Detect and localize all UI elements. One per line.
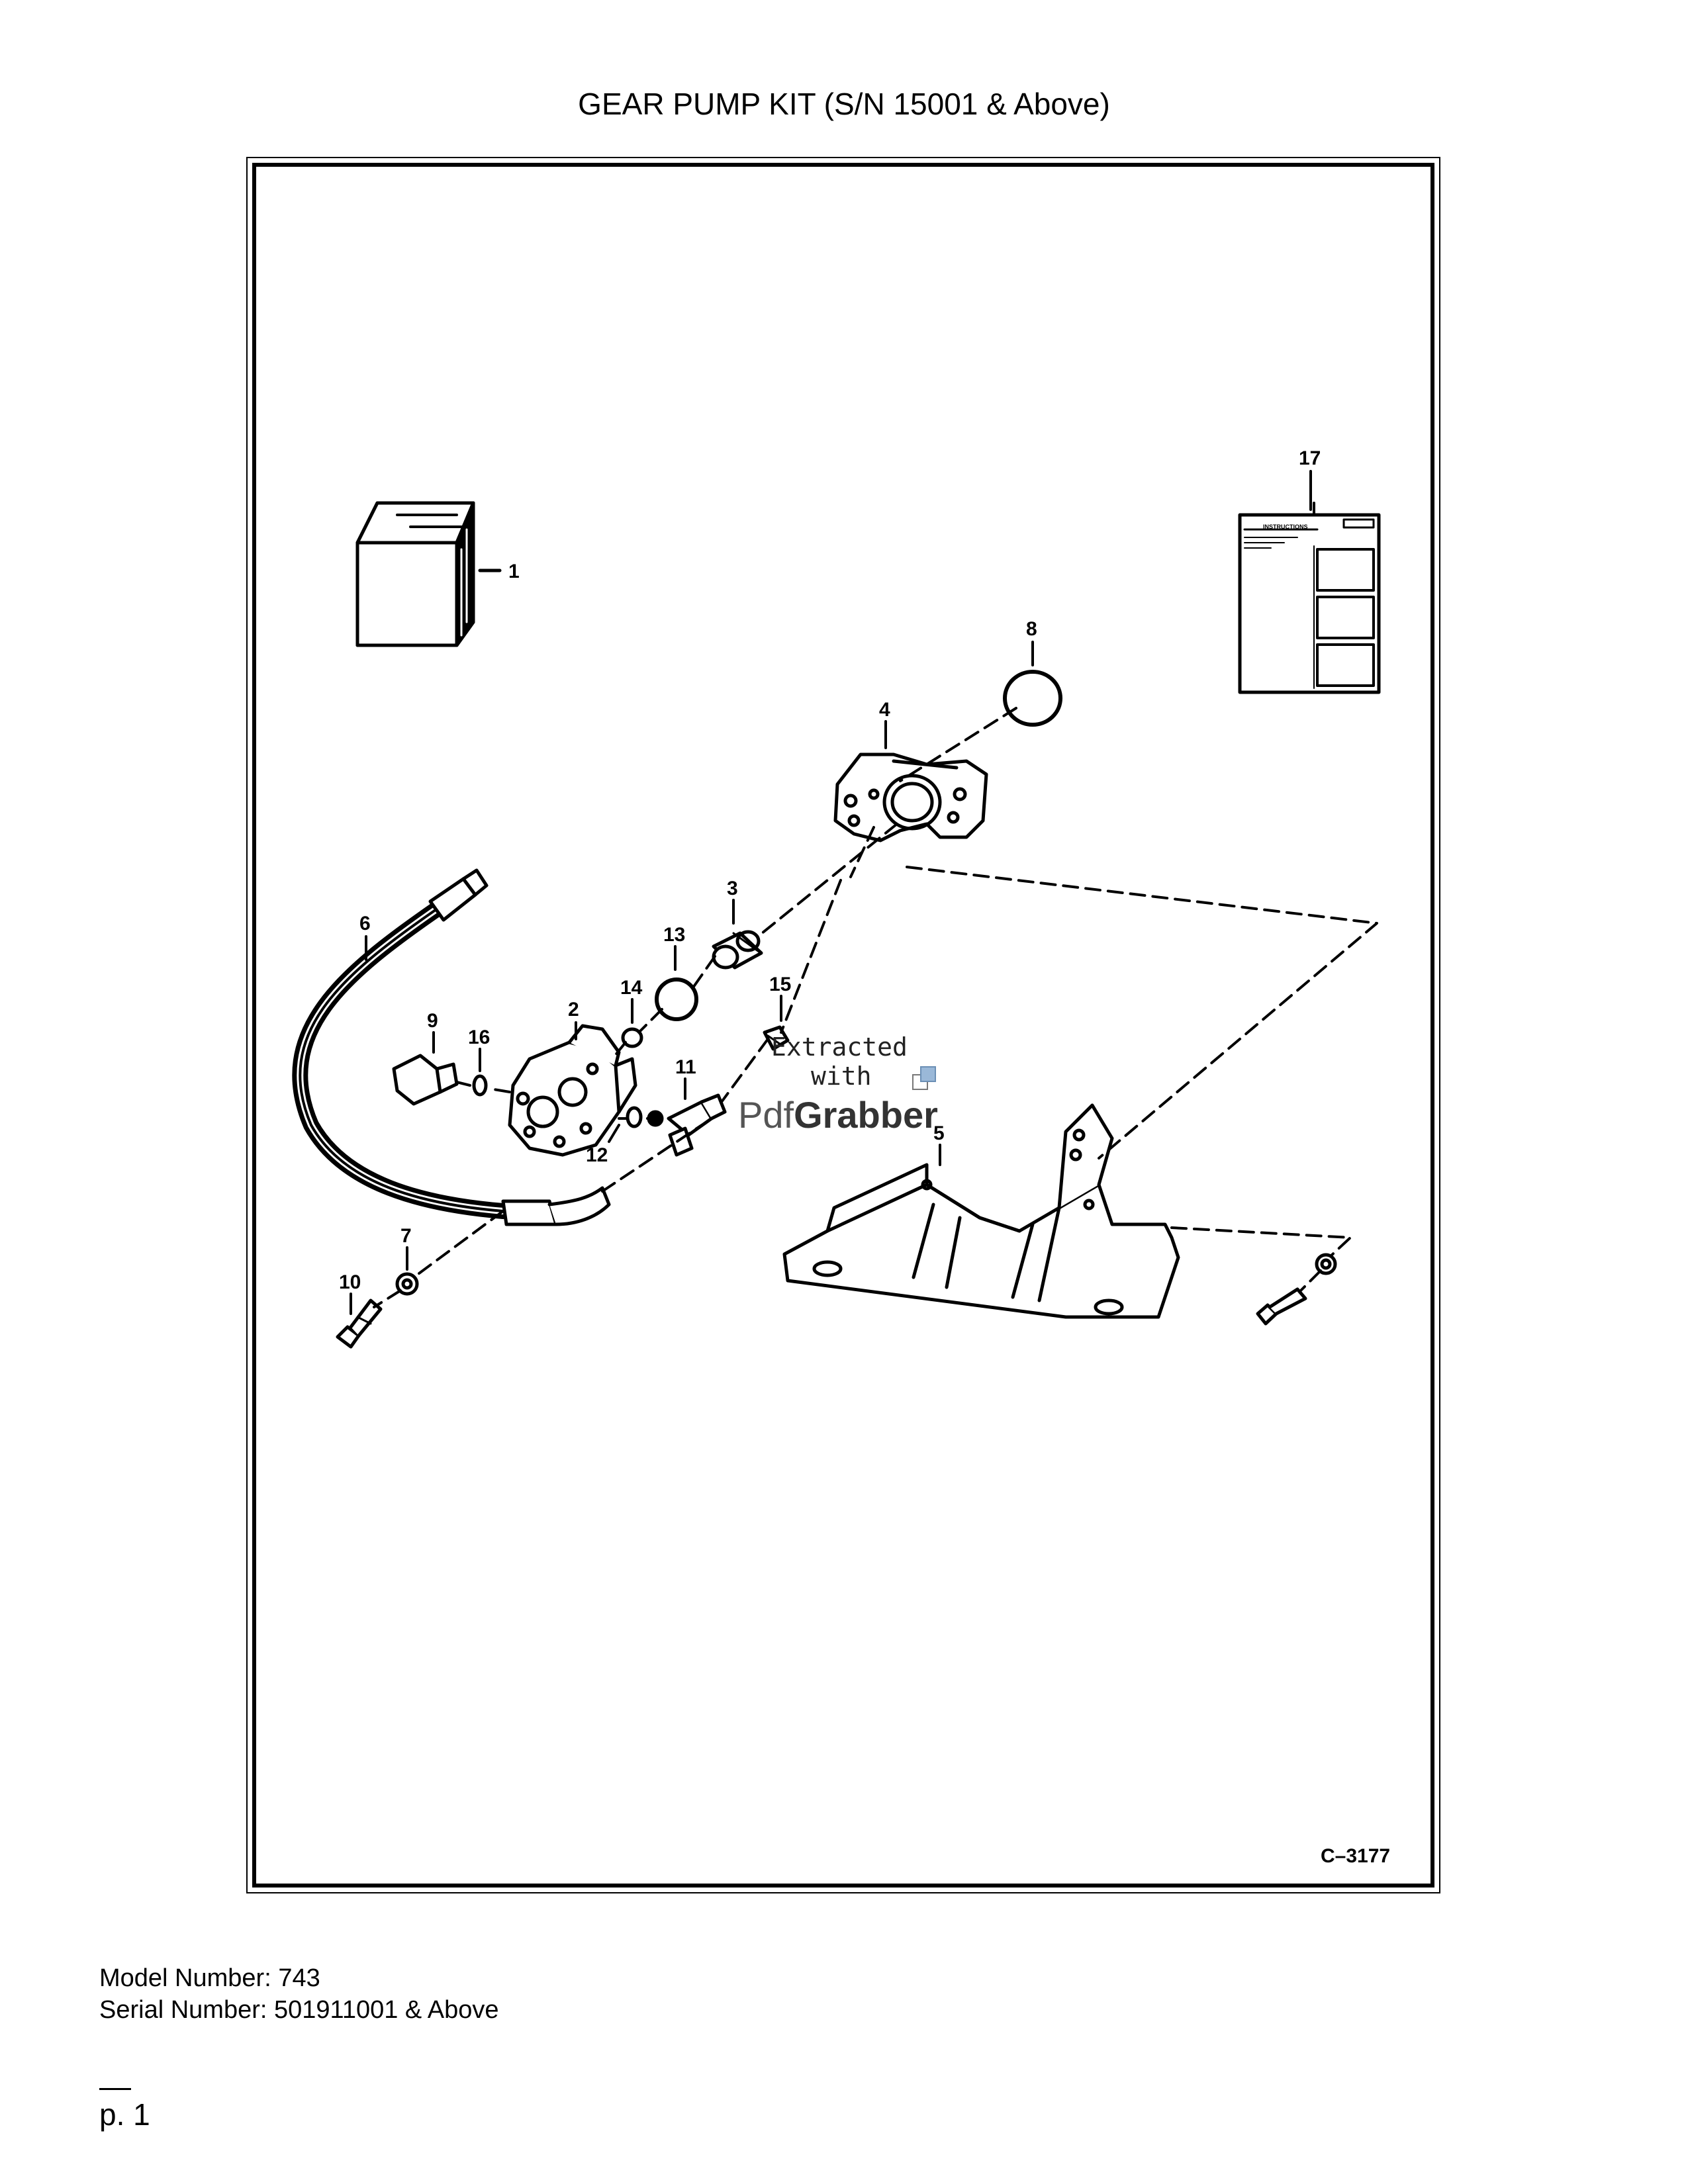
part-14-o-ring: [621, 998, 643, 1048]
part-1-kit-box: [355, 501, 502, 647]
part-3-coupler: [712, 899, 763, 970]
part-5-mounting-bracket: [782, 1103, 1180, 1319]
assembly-dashed-lines: [373, 707, 1378, 1308]
watermark-logo-icon: [912, 1066, 936, 1090]
figure-code: C–3177: [1321, 1845, 1391, 1867]
callout-17: 17: [1299, 447, 1321, 469]
page-title: GEAR PUMP KIT (S/N 15001 & Above): [578, 87, 1110, 121]
page-number: p. 1: [99, 2097, 150, 2132]
callout-7: 7: [400, 1225, 412, 1247]
part-4-adapter-plate: [833, 720, 988, 842]
serial-number: Serial Number: 501911001 & Above: [99, 1996, 499, 2024]
callout-4: 4: [879, 699, 890, 721]
instruction-sheet-heading: INSTRUCTIONS: [1263, 523, 1308, 530]
callout-13: 13: [663, 924, 685, 946]
callout-3: 3: [727, 878, 738, 899]
part-7-lock-washer: [395, 1246, 419, 1296]
bracket-hardware-bolt-washer: [1256, 1253, 1337, 1326]
part-11-fitting: [647, 1077, 727, 1157]
watermark-line-1: Extracted: [771, 1032, 908, 1062]
watermark-brand-a: Pdf: [738, 1094, 794, 1136]
part-17-instruction-sheet: [1238, 470, 1381, 694]
callout-15: 15: [769, 974, 791, 995]
model-info: Model Number: 743 Serial Number: 5019110…: [99, 1962, 498, 2026]
diagram-frame-outer: [246, 157, 1440, 1893]
callout-12: 12: [586, 1144, 608, 1166]
callout-1: 1: [508, 561, 520, 582]
watermark: Extracted with PdfGrabber: [738, 1032, 976, 1152]
part-2-gear-pump: [508, 1021, 637, 1157]
callout-16: 16: [468, 1026, 490, 1048]
watermark-line-2: with: [811, 1062, 872, 1091]
callout-8: 8: [1026, 618, 1037, 640]
model-number: Model Number: 743: [99, 1964, 320, 1992]
watermark-brand-b: Grabber: [794, 1094, 938, 1136]
part-8-o-ring: [1003, 641, 1062, 727]
watermark-brand: PdfGrabber: [738, 1093, 938, 1136]
callout-6: 6: [359, 913, 371, 934]
part-9-fitting: [392, 1031, 459, 1106]
callout-2: 2: [568, 999, 579, 1021]
page-rule: [99, 2088, 131, 2090]
part-6-hose: [292, 868, 611, 1226]
callout-10: 10: [339, 1271, 361, 1293]
callout-11: 11: [675, 1056, 696, 1078]
callout-5: 5: [933, 1122, 945, 1144]
callout-14: 14: [620, 977, 643, 999]
diagram-frame-inner: [252, 163, 1434, 1888]
callout-9: 9: [427, 1010, 438, 1032]
part-16-o-ring: [472, 1048, 488, 1097]
part-10-bolt: [336, 1293, 383, 1349]
part-13-o-ring: [655, 945, 698, 1021]
